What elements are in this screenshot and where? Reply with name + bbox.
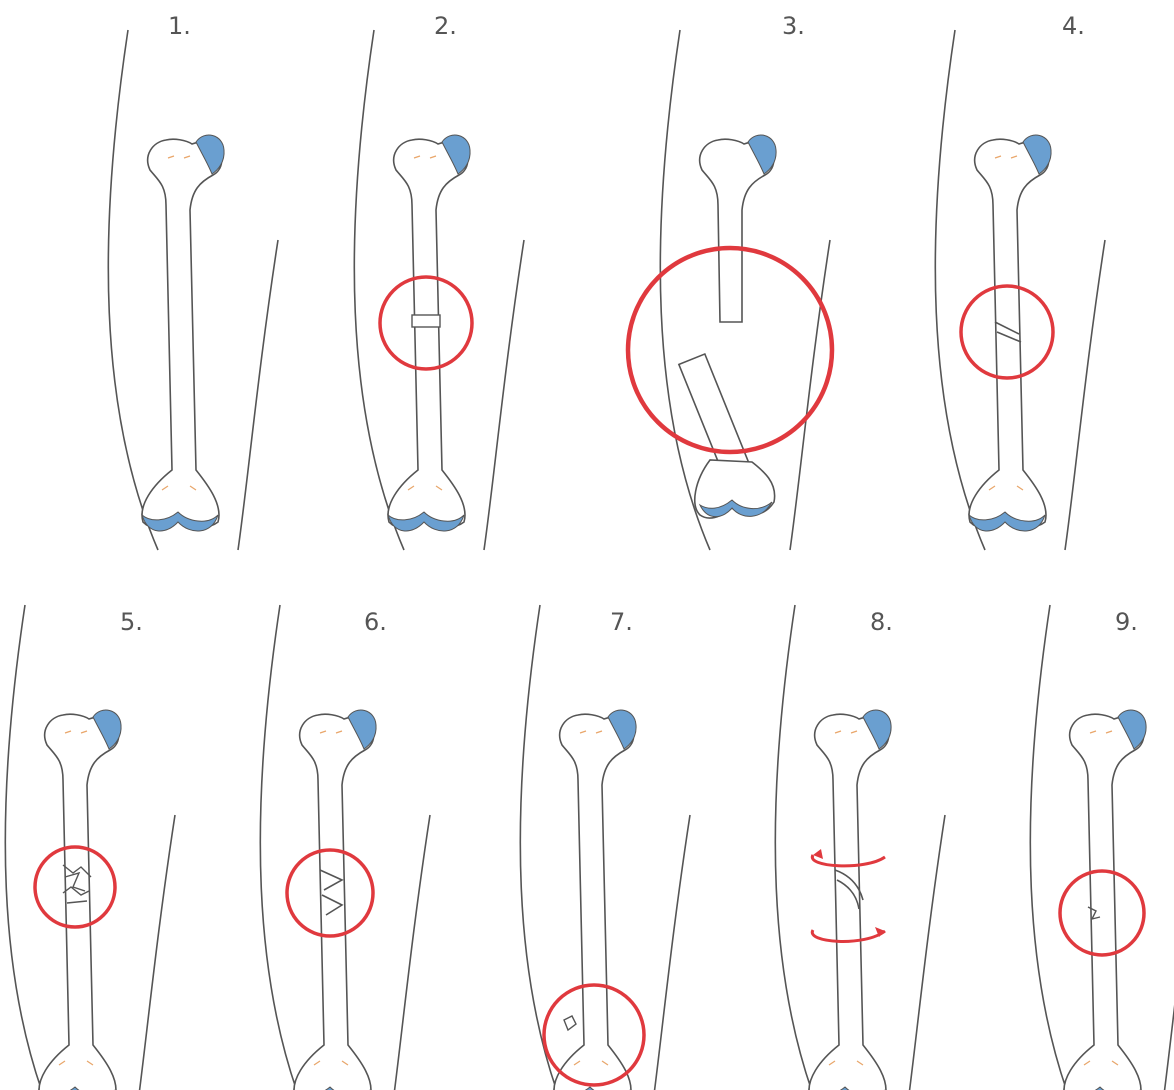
panel-8-label: 8.: [870, 608, 893, 636]
panel-3-label: 3.: [782, 12, 805, 40]
panel-9: 9.: [1030, 605, 1174, 1090]
panel-2: 2.: [354, 12, 524, 550]
panel-8: 8.: [775, 605, 945, 1090]
panel-2-label: 2.: [434, 12, 457, 40]
panel-4: 4.: [935, 12, 1105, 550]
panel-4-label: 4.: [1062, 12, 1085, 40]
panel-1: 1.: [108, 12, 278, 550]
panel-6-label: 6.: [364, 608, 387, 636]
panel-5-label: 5.: [120, 608, 143, 636]
panel-1-label: 1.: [168, 12, 191, 40]
panel-5: 5.: [5, 605, 175, 1090]
panel-6: 6.: [260, 605, 430, 1090]
panel-3: 3.: [628, 12, 832, 550]
panel-7-label: 7.: [610, 608, 633, 636]
panel-9-label: 9.: [1115, 608, 1138, 636]
panel-7: 7.: [520, 605, 690, 1090]
